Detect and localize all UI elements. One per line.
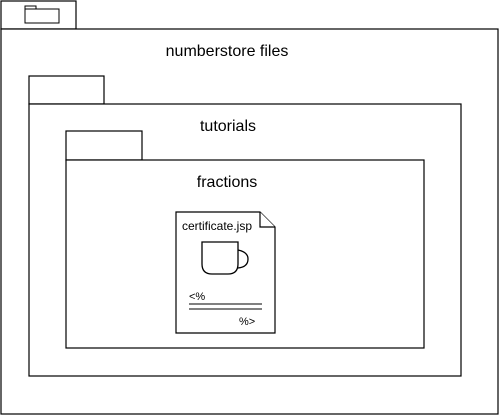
middle-package-tab [28, 75, 105, 105]
code-close-tag: %> [239, 316, 255, 328]
code-open-tag: <% [189, 291, 205, 303]
folder-icon [24, 5, 60, 24]
artifact-filename: certificate.jsp [182, 219, 252, 233]
inner-package-title: fractions [197, 174, 257, 191]
inner-package-tab [65, 130, 143, 161]
middle-package-title: tutorials [200, 118, 256, 135]
coffee-cup-icon [201, 241, 249, 275]
outer-package-title: numberstore files [166, 43, 289, 60]
artifact-dog-ear [259, 212, 275, 228]
